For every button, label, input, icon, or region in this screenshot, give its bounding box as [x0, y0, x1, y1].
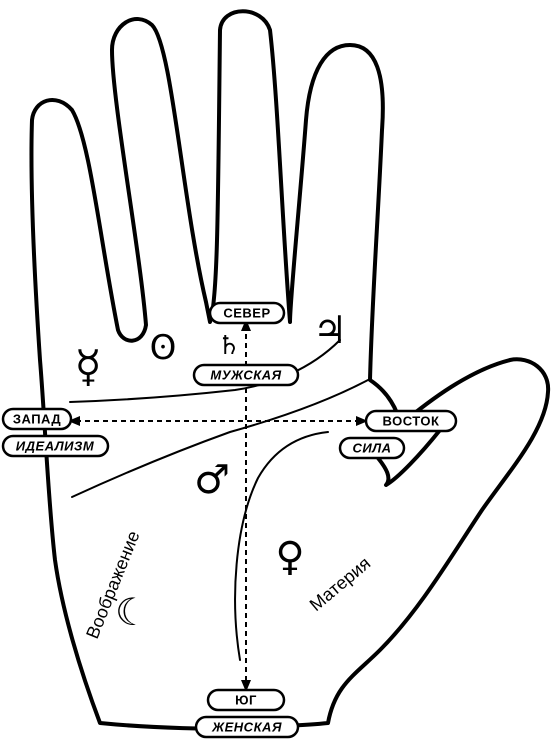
- thumb-crease: [376, 428, 442, 487]
- arrow-north-icon: [241, 319, 251, 331]
- label-east: ВОСТОК: [364, 409, 458, 433]
- label-female: ЖЕНСКАЯ: [194, 715, 300, 739]
- svg-text:СЕВЕР: СЕВЕР: [223, 306, 270, 321]
- jupiter-icon: ♃: [313, 308, 347, 352]
- arrow-south-icon: [241, 680, 251, 692]
- svg-text:ЖЕНСКАЯ: ЖЕНСКАЯ: [211, 720, 282, 735]
- sun-icon: ʘ: [150, 328, 177, 368]
- venus-icon: ♀: [275, 534, 304, 580]
- label-north: СЕВЕР: [208, 301, 286, 325]
- matter-label: Материя: [306, 553, 375, 615]
- label-strength: СИЛА: [338, 436, 406, 460]
- svg-text:ЗАПАД: ЗАПАД: [13, 412, 62, 427]
- label-idealism: ИДЕАЛИЗМ: [1, 434, 110, 458]
- arrow-east-icon: [356, 416, 368, 426]
- head-line: [71, 379, 369, 498]
- label-west: ЗАПАД: [1, 407, 73, 431]
- moon-icon: ☾: [115, 590, 149, 634]
- heart-line: [69, 339, 341, 403]
- svg-text:ИДЕАЛИЗМ: ИДЕАЛИЗМ: [16, 439, 95, 454]
- label-south: ЮГ: [206, 688, 286, 712]
- svg-text:МУЖСКАЯ: МУЖСКАЯ: [210, 368, 281, 383]
- arrow-west-icon: [68, 416, 80, 426]
- svg-text:ВОСТОК: ВОСТОК: [383, 414, 440, 429]
- svg-text:СИЛА: СИЛА: [352, 441, 391, 456]
- saturn-icon: ♄: [217, 331, 240, 361]
- svg-text:ЮГ: ЮГ: [235, 693, 257, 708]
- hand-outline: [29, 9, 551, 731]
- mercury-icon: ☿: [74, 342, 101, 393]
- life-line: [234, 431, 329, 661]
- label-male: МУЖСКАЯ: [192, 363, 300, 387]
- mars-icon: ♂: [194, 457, 230, 503]
